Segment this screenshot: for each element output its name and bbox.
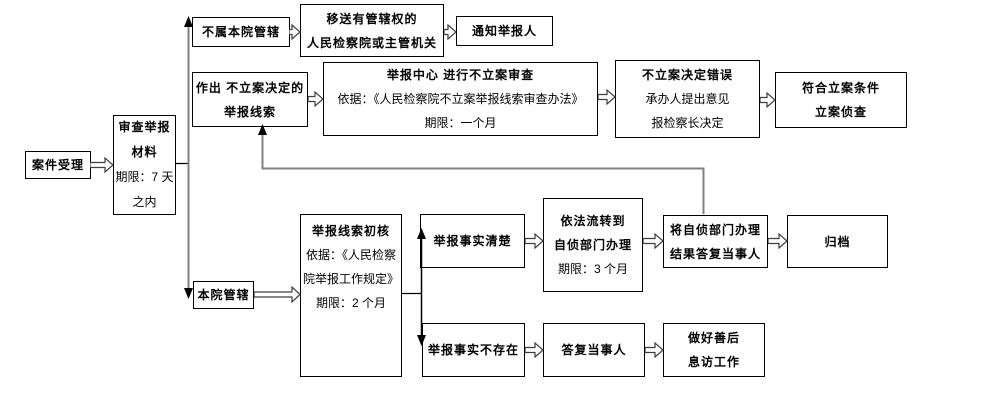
flow-arrow-icon bbox=[253, 285, 301, 308]
node-label: 期限：3 个月 bbox=[557, 262, 628, 276]
node-label: 依法流转到 bbox=[560, 214, 626, 228]
node-review-materials: 审查举报 材料 期限：7 天 之内 bbox=[113, 115, 176, 215]
node-transfer: 移送有管辖权的 人民检察院或主管机关 bbox=[300, 4, 444, 57]
node-facts-clear: 举报事实清楚 bbox=[420, 214, 525, 268]
node-notify-reporter: 通知举报人 bbox=[456, 16, 553, 46]
arrowhead-down-icon bbox=[184, 288, 193, 299]
node-reply-results: 将自侦部门办理 结果答复当事人 bbox=[663, 215, 768, 268]
flow-arrow-icon bbox=[288, 23, 301, 45]
flow-arrow-icon bbox=[767, 232, 788, 254]
node-label: 案件受理 bbox=[31, 158, 84, 172]
node-file-case: 符合立案条件 立案侦查 bbox=[775, 72, 907, 128]
node-label: 依据：《人民检察院不立案举报线索审查办法》 bbox=[337, 92, 584, 106]
node-law-transfer: 依法流转到 自侦部门办理 期限：3 个月 bbox=[543, 198, 643, 292]
node-not-jurisdiction: 不属本院管辖 bbox=[192, 17, 290, 47]
node-label: 期限：一个月 bbox=[424, 116, 497, 130]
flow-arrow-icon bbox=[89, 156, 114, 178]
node-label: 息访工作 bbox=[687, 355, 740, 369]
flow-arrow-icon bbox=[642, 232, 664, 254]
node-archive: 归档 bbox=[787, 215, 888, 268]
node-label: 审查举报 bbox=[118, 120, 171, 134]
flow-arrow-icon bbox=[644, 341, 664, 363]
node-preliminary-check: 举报线索初核 依据：《人民检察 院举报工作规定》 期限：2 个月 bbox=[300, 214, 402, 377]
node-label: 移送有管辖权的 bbox=[326, 11, 418, 26]
node-label: 做好善后 bbox=[687, 331, 740, 345]
node-label: 报检察长决定 bbox=[651, 116, 724, 130]
node-label: 之内 bbox=[132, 195, 157, 209]
node-label: 依据：《人民检察 bbox=[305, 248, 396, 262]
node-label: 不立案决定错误 bbox=[641, 68, 733, 82]
flow-arrow-icon bbox=[443, 23, 457, 45]
flow-arrow-icon bbox=[524, 341, 544, 363]
node-no-file-decision-clue: 作出 不立案决定的 举报线索 bbox=[192, 72, 308, 127]
node-label: 归档 bbox=[824, 234, 851, 249]
node-label: 期限：2 个月 bbox=[315, 296, 386, 310]
node-wrong-decision: 不立案决定错误 承办人提出意见 报检察长决定 bbox=[615, 60, 760, 138]
node-label: 承办人提出意见 bbox=[645, 92, 730, 106]
node-label: 举报事实不存在 bbox=[427, 343, 519, 357]
flow-arrow-icon bbox=[524, 232, 544, 254]
node-report-center-review: 举报中心 进行不立案审查 依据：《人民检察院不立案举报线索审查办法》 期限：一个… bbox=[323, 62, 598, 136]
node-label: 期限：7 天 bbox=[115, 170, 174, 184]
node-label: 结果答复当事人 bbox=[669, 246, 761, 261]
node-label: 符合立案条件 bbox=[801, 81, 880, 95]
node-label: 举报中心 进行不立案审查 bbox=[386, 68, 535, 82]
node-label: 院举报工作规定》 bbox=[302, 272, 399, 286]
node-label: 举报事实清楚 bbox=[433, 234, 512, 248]
node-facts-not-exist: 举报事实不存在 bbox=[422, 323, 525, 377]
node-label: 人民检察院或主管机关 bbox=[306, 35, 437, 50]
node-aftermath: 做好善后 息访工作 bbox=[663, 323, 765, 377]
flow-arrow-icon bbox=[759, 91, 776, 113]
node-our-jurisdiction: 本院管辖 bbox=[193, 281, 254, 309]
node-case-accept: 案件受理 bbox=[25, 151, 91, 179]
node-label: 举报线索初核 bbox=[311, 224, 390, 238]
node-label: 自侦部门办理 bbox=[553, 238, 632, 252]
node-label: 举报线索 bbox=[223, 104, 276, 119]
node-label: 不属本院管辖 bbox=[201, 25, 280, 39]
node-label: 本院管辖 bbox=[197, 288, 250, 302]
node-label: 答复当事人 bbox=[561, 343, 627, 357]
flow-arrow-icon bbox=[597, 88, 616, 110]
node-label: 将自侦部门办理 bbox=[669, 222, 761, 237]
node-reply-party: 答复当事人 bbox=[543, 323, 645, 377]
node-label: 立案侦查 bbox=[814, 105, 867, 119]
node-label: 通知举报人 bbox=[471, 24, 537, 38]
node-label: 作出 不立案决定的 bbox=[195, 80, 305, 95]
node-label: 材料 bbox=[131, 145, 158, 159]
flow-arrow-icon bbox=[307, 90, 324, 112]
